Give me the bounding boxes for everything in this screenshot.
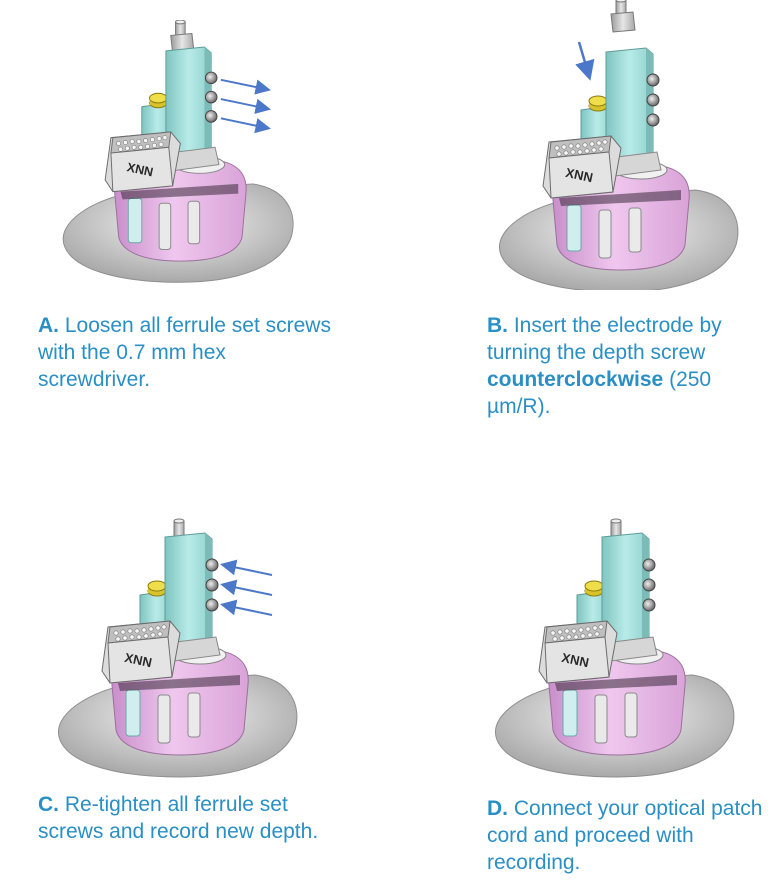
- step-b-emphasis: counterclockwise: [487, 368, 664, 391]
- tighten-arrows-icon: [220, 559, 273, 616]
- step-b-panel: XNN B. Insert the electrode by turning t…: [391, 0, 782, 443]
- step-d-caption: D. Connect your optical patch cord and p…: [487, 795, 767, 876]
- device-label: XNN: [126, 160, 155, 179]
- step-b-letter: B.: [487, 314, 508, 337]
- step-b-text-after: (250 µm/R).: [487, 368, 712, 418]
- device-label: XNN: [560, 650, 590, 670]
- step-d-letter: D.: [487, 797, 508, 820]
- implant-illustration-c: XNN: [57, 518, 298, 778]
- step-b-text-before: Insert the electrode by turning the dept…: [487, 314, 722, 364]
- step-d-text: Connect your optical patch cord and proc…: [487, 797, 763, 874]
- step-c-panel: XNN C. Re-tighten all ferrule set screws…: [0, 443, 391, 886]
- device-label: XNN: [123, 650, 153, 670]
- implant-illustration-b: XNN: [498, 0, 739, 290]
- step-a-caption: A. Loosen all ferrule set screws with th…: [38, 312, 338, 393]
- implant-illustration-d: XNN: [494, 518, 735, 778]
- step-b-caption: B. Insert the electrode by turning the d…: [487, 312, 777, 420]
- loosen-arrows-icon: [220, 78, 271, 134]
- step-c-letter: C.: [38, 793, 59, 816]
- step-c-text: Re-tighten all ferrule set screws and re…: [38, 793, 319, 843]
- device-label: XNN: [564, 165, 594, 185]
- implant-illustration-a: XNN: [62, 20, 294, 283]
- step-c-caption: C. Re-tighten all ferrule set screws and…: [38, 791, 338, 845]
- step-a-letter: A.: [38, 314, 59, 337]
- step-a-panel: XNN A. Loosen all ferrule set screws wit…: [0, 0, 391, 443]
- insert-arrow-icon: [575, 41, 595, 81]
- step-d-panel: XNN D. Connect your optical patch cord a…: [391, 443, 782, 886]
- step-a-text: Loosen all ferrule set screws with the 0…: [38, 314, 331, 391]
